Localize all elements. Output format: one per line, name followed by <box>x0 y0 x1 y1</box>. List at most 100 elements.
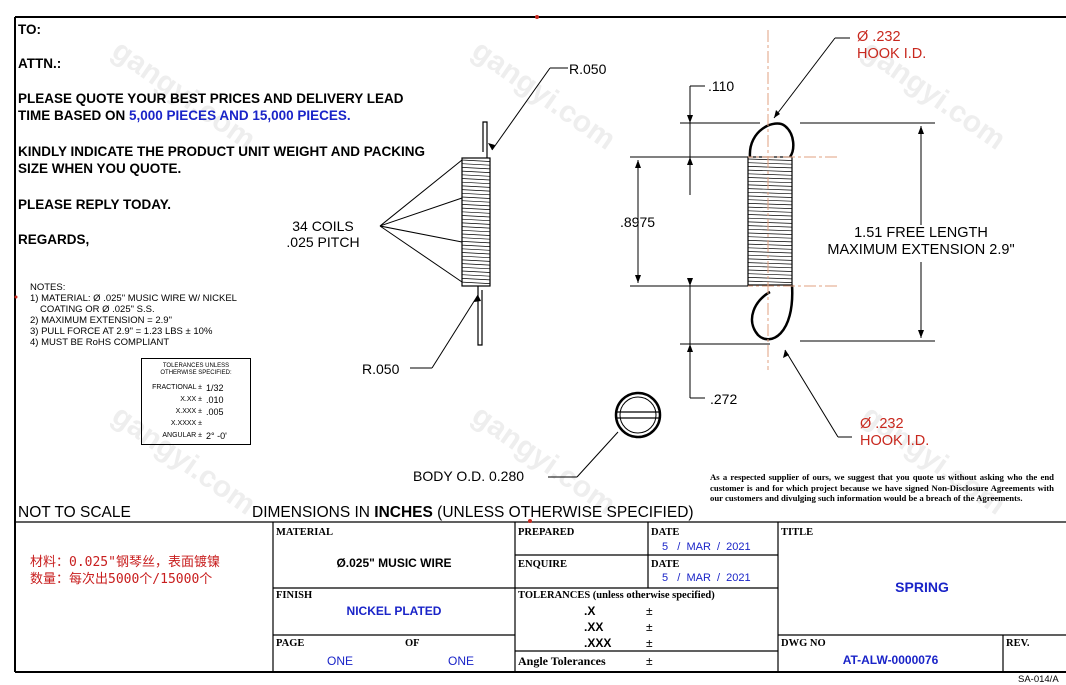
finish-value: NICKEL PLATED <box>346 604 442 618</box>
coil-line <box>747 173 793 176</box>
quote-line-1: PLEASE QUOTE YOUR BEST PRICES AND DELIVE… <box>18 91 404 106</box>
tolerances-label: TOLERANCES (unless otherwise specified) <box>518 590 715 601</box>
coil-line <box>747 184 793 187</box>
coil-line <box>747 280 793 283</box>
tolerance-row-label: FRACTIONAL ± <box>152 384 202 391</box>
dim-110: .110 <box>708 78 735 94</box>
front-view-bottom-hook <box>750 284 794 341</box>
front-view-body <box>747 156 793 286</box>
coil-line <box>747 258 793 261</box>
material-value: Ø.025" MUSIC WIRE <box>336 556 452 570</box>
tolerance-title-1: TOLERANCES UNLESS <box>162 363 230 369</box>
coil-line <box>747 236 793 239</box>
to-label: TO: <box>18 22 41 37</box>
coil-line <box>747 210 793 213</box>
tolerance-row-value: .005 <box>206 407 224 417</box>
prepared-date: 5 / MAR / 2021 <box>662 541 751 553</box>
coil-line <box>461 222 491 225</box>
coil-line <box>747 265 793 269</box>
quote-line-2-text: TIME BASED ON <box>18 108 130 123</box>
coil-line <box>461 266 491 270</box>
coil-line <box>747 247 793 250</box>
dimensions-note-post: (UNLESS OTHERWISE SPECIFIED) <box>432 504 694 521</box>
finish-label: FINISH <box>276 590 313 601</box>
coil-line <box>747 166 793 169</box>
coil-line <box>461 233 491 236</box>
front-view-top-hook <box>748 122 795 158</box>
coil-line <box>461 211 491 214</box>
title-label: TITLE <box>781 527 814 538</box>
side-view-bottom-hook <box>477 286 483 346</box>
dim-8975: .8975 <box>620 214 656 230</box>
tolerance-box-title: TOLERANCES UNLESS OTHERWISE SPECIFIED: <box>142 363 250 377</box>
coil-line <box>747 273 793 276</box>
enquire-label: ENQUIRE <box>518 559 568 570</box>
hook-bottom-callout: Ø .232 HOOK I.D. <box>860 416 929 450</box>
chinese-note-line-2: 数量：每次出5000个/15000个 <box>30 572 213 587</box>
coil-line <box>747 206 793 209</box>
radius-top-label: R.050 <box>569 61 607 77</box>
prepared-label: PREPARED <box>518 527 575 538</box>
angle-tolerances-label: Angle Tolerances <box>518 654 606 668</box>
coils-count: 34 COILS <box>292 218 354 234</box>
side-view-body <box>461 157 491 287</box>
body-od-label: BODY O.D. 0.280 <box>413 468 525 484</box>
tolerance-x: .X <box>584 604 596 618</box>
coil-line <box>461 244 491 247</box>
coils-label: 34 COILS .025 PITCH <box>268 218 378 250</box>
coils-pitch: .025 PITCH <box>286 234 360 250</box>
coil-line <box>461 237 491 240</box>
note-3: 3) PULL FORCE AT 2.9" = 1.23 LBS ± 10% <box>30 326 213 337</box>
red-marker <box>528 519 532 523</box>
plus-minus: ± <box>646 636 653 650</box>
coil-line <box>461 226 491 229</box>
free-length-callout: 1.51 FREE LENGTH MAXIMUM EXTENSION 2.9" <box>806 225 1036 259</box>
coil-line <box>747 199 793 202</box>
page-value: ONE <box>327 654 354 668</box>
side-view-spring <box>461 121 491 346</box>
of-value: ONE <box>448 654 475 668</box>
coil-line <box>461 259 491 262</box>
coil-line <box>461 274 491 277</box>
tolerance-box: TOLERANCES UNLESS OTHERWISE SPECIFIED: F… <box>141 358 251 445</box>
dwg-no-label: DWG NO <box>781 638 826 649</box>
red-marker <box>14 295 18 299</box>
material-label: MATERIAL <box>276 527 333 538</box>
hook-top-callout: Ø .232 HOOK I.D. <box>857 29 926 63</box>
coil-line <box>461 278 491 281</box>
plus-minus: ± <box>646 604 653 618</box>
radius-bottom-label: R.050 <box>362 361 400 377</box>
coil-line <box>747 254 793 258</box>
angle-plus-minus: ± <box>646 654 653 668</box>
page-label: PAGE <box>276 638 305 649</box>
tolerance-row-label: ANGULAR ± <box>162 432 202 439</box>
coil-line <box>461 181 491 185</box>
coil-line <box>461 163 491 166</box>
coil-line <box>747 177 793 180</box>
coil-line <box>747 169 793 172</box>
tolerance-row-label: X.XXXX ± <box>170 420 202 427</box>
form-number: SA-014/A <box>1018 674 1059 685</box>
nda-disclaimer: As a respected supplier of ours, we sugg… <box>710 472 1054 503</box>
tolerance-labels: FRACTIONAL ± X.XX ± X.XXX ± X.XXXX ± ANG… <box>142 382 202 442</box>
enquire-date: 5 / MAR / 2021 <box>662 572 751 584</box>
tolerance-row-label: X.XXX ± <box>175 408 202 415</box>
coil-line <box>747 225 793 228</box>
coil-line <box>747 180 793 184</box>
coil-line <box>747 221 793 224</box>
coil-line <box>461 218 491 222</box>
coil-line <box>747 240 793 243</box>
coil-line <box>747 277 793 280</box>
body-section-view <box>614 391 662 439</box>
coil-line <box>461 281 491 284</box>
coil-line <box>461 229 491 233</box>
coil-line <box>461 241 491 244</box>
date-label-1: DATE <box>651 527 680 538</box>
hook-bottom-label: HOOK I.D. <box>860 433 930 449</box>
coil-line <box>461 248 491 251</box>
coil-line <box>747 162 793 165</box>
tolerance-xxx: .XXX <box>584 636 612 650</box>
date-label-2: DATE <box>651 559 680 570</box>
reply-line: PLEASE REPLY TODAY. <box>18 197 172 212</box>
